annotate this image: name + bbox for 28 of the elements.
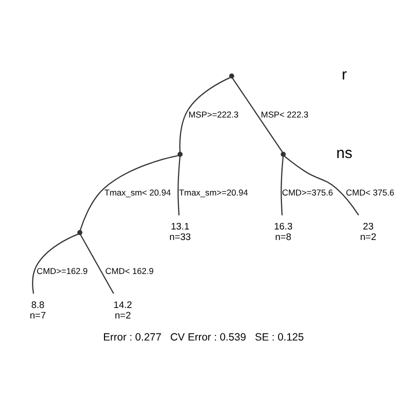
edge-label: Tmax_sm>=20.94 [178, 187, 248, 198]
node-text: 23 n=2 [360, 221, 376, 243]
node-point [178, 151, 183, 156]
node-text: 14.2 n=2 [114, 300, 132, 322]
node-text: 16.3 n=8 [274, 221, 293, 243]
edge-label: CMD< 375.6 [346, 187, 394, 198]
edge-label: CMD< 162.9 [105, 265, 154, 276]
connector [32, 233, 79, 294]
edge-label: MSP< 222.3 [260, 108, 308, 119]
node-text: 13.1 n=33 [169, 221, 191, 243]
connector [179, 76, 230, 152]
edge-label: Tmax_sm< 20.94 [104, 187, 171, 198]
edge-label: MSP>=222.3 [188, 108, 239, 119]
label: ns [336, 144, 352, 162]
edge-label: CMD>=162.9 [36, 265, 88, 276]
connector [284, 155, 360, 215]
node-point [77, 230, 82, 235]
edge-label: CMD>=375.6 [282, 187, 334, 198]
node-point [229, 72, 234, 78]
node-text: 8.8 n=7 [30, 300, 46, 322]
connector [178, 156, 181, 215]
connector [280, 156, 284, 215]
caption: Error : 0.277 CV Error : 0.539 SE : 0.125 [103, 330, 304, 343]
label: r [342, 66, 347, 84]
node-point [280, 151, 286, 156]
connector [80, 234, 114, 294]
connector [232, 77, 283, 152]
connector [80, 154, 179, 230]
